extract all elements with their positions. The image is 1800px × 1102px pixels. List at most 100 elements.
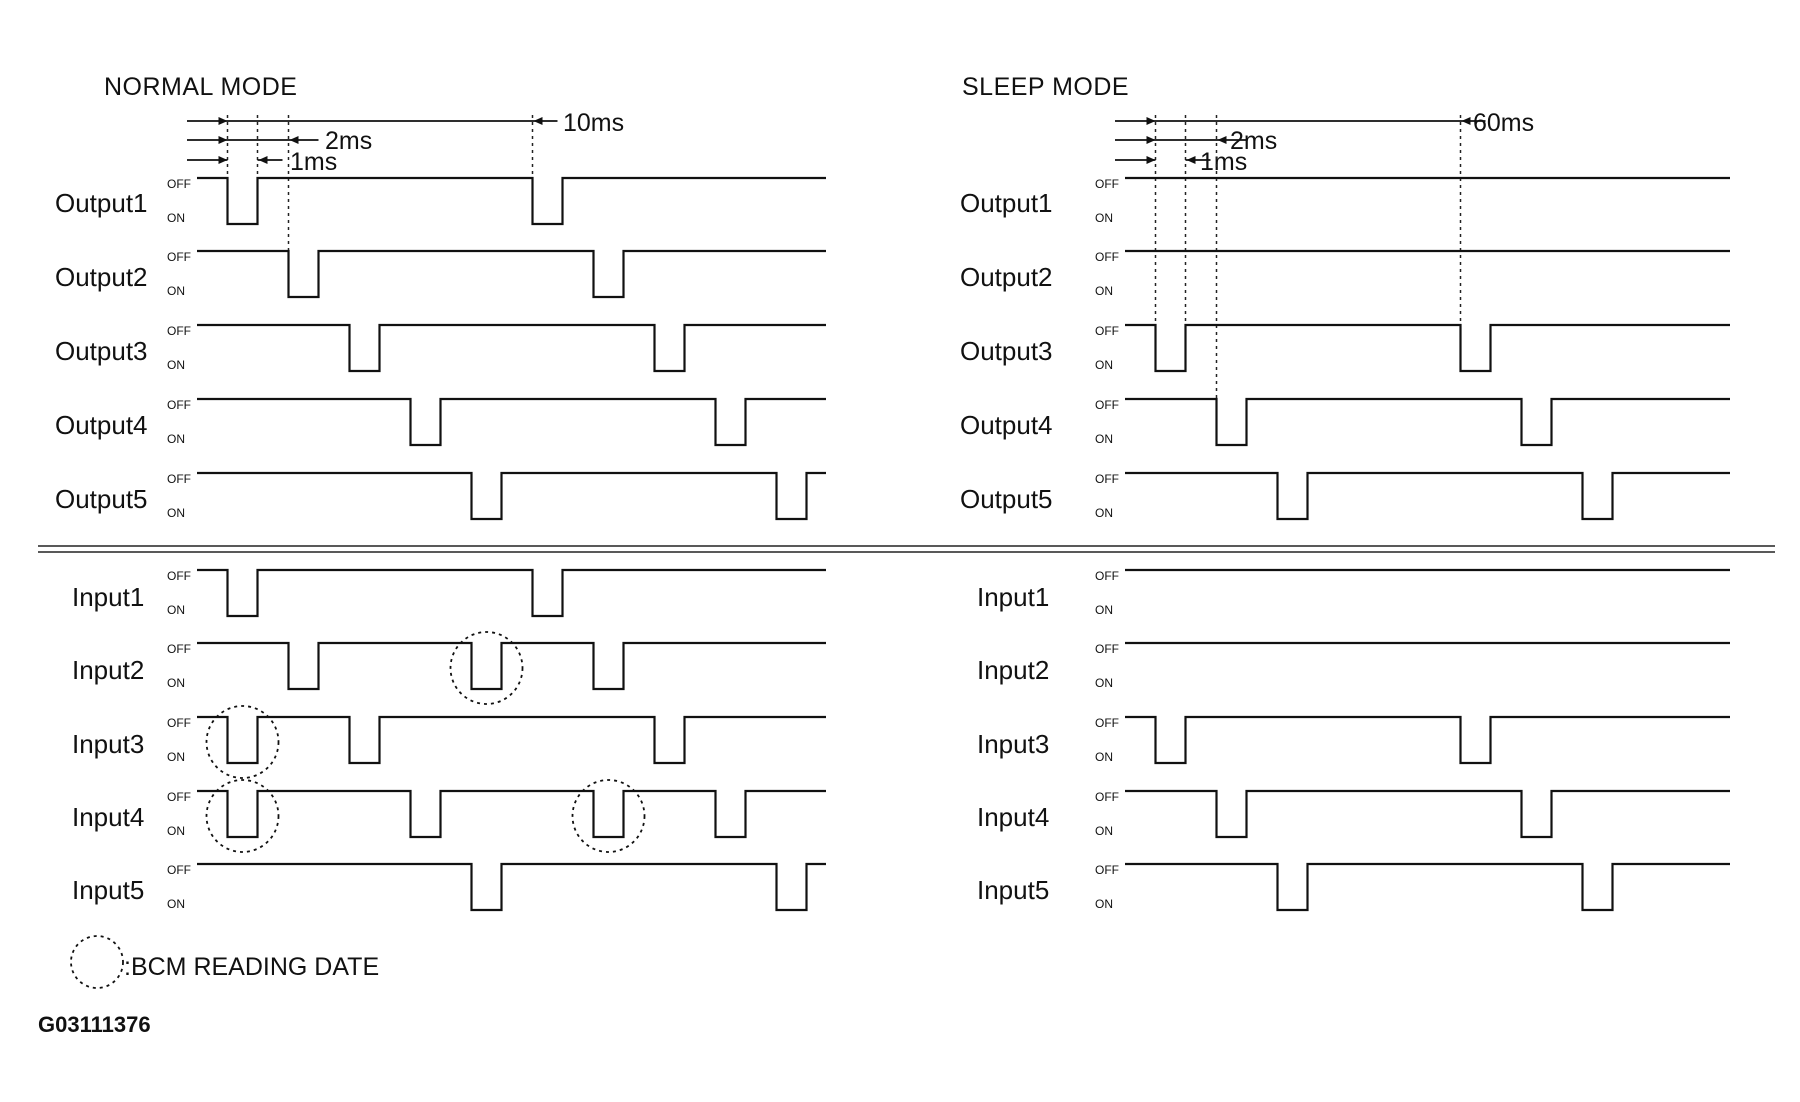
normal-input3-off-label: OFF xyxy=(167,716,191,730)
normal-input2-waveform xyxy=(197,641,826,691)
normal-input2-off-label: OFF xyxy=(167,642,191,656)
sleep-input4-waveform xyxy=(1125,789,1730,839)
normal-output2-waveform xyxy=(197,249,826,299)
sleep-output3-on-label: ON xyxy=(1095,358,1113,372)
normal-output3-label: Output3 xyxy=(55,336,148,366)
normal-output2-label: Output2 xyxy=(55,262,148,292)
sleep-2ms-arrow-end xyxy=(1217,136,1227,144)
sleep-output4-waveform xyxy=(1125,397,1730,447)
normal-input4-bcm-reading-circle xyxy=(205,779,280,853)
normal-pulse-width-label: 1ms xyxy=(290,148,337,176)
normal-period-label: 10ms xyxy=(563,109,624,137)
normal-input1-off-label: OFF xyxy=(167,569,191,583)
normal-input5-off-label: OFF xyxy=(167,863,191,877)
normal-input1-waveform xyxy=(197,568,826,618)
normal-1ms-arrow-end xyxy=(258,156,268,164)
normal-input3-waveform xyxy=(197,715,826,765)
normal-mode-title: NORMAL MODE xyxy=(104,73,297,101)
sleep-output2-on-label: ON xyxy=(1095,284,1113,298)
sleep-1ms-arrow-start xyxy=(1146,156,1156,164)
sleep-input3-label: Input3 xyxy=(977,729,1049,759)
normal-spacing-label: 2ms xyxy=(325,127,372,155)
normal-output1-label: Output1 xyxy=(55,188,148,218)
sleep-output1-label: Output1 xyxy=(960,188,1053,218)
sleep-output5-label: Output5 xyxy=(960,484,1053,514)
sleep-input1-off-label: OFF xyxy=(1095,569,1119,583)
sleep-output3-label: Output3 xyxy=(960,336,1053,366)
normal-input4-bcm-reading-circle xyxy=(571,779,646,853)
normal-2ms-arrow-start xyxy=(218,136,228,144)
normal-output2-on-label: ON xyxy=(167,284,185,298)
sleep-input5-off-label: OFF xyxy=(1095,863,1119,877)
normal-input5-label: Input5 xyxy=(72,875,144,905)
normal-output4-label: Output4 xyxy=(55,410,148,440)
normal-output3-waveform xyxy=(197,323,826,373)
sleep-input2-label: Input2 xyxy=(977,655,1049,685)
normal-output1-waveform xyxy=(197,176,826,226)
sleep-input5-label: Input5 xyxy=(977,875,1049,905)
sleep-60ms-arrow-start xyxy=(1146,117,1156,125)
sleep-input5-on-label: ON xyxy=(1095,897,1113,911)
sleep-output4-on-label: ON xyxy=(1095,432,1113,446)
normal-input2-on-label: ON xyxy=(167,676,185,690)
sleep-input3-waveform xyxy=(1125,715,1730,765)
dimension-markers xyxy=(187,115,1486,399)
normal-input5-on-label: ON xyxy=(167,897,185,911)
sleep-output5-off-label: OFF xyxy=(1095,472,1119,486)
normal-2ms-arrow-end xyxy=(289,136,299,144)
normal-input5-waveform xyxy=(197,862,826,912)
sleep-output4-label: Output4 xyxy=(960,410,1053,440)
sleep-60ms-arrow-end xyxy=(1461,117,1471,125)
sleep-output5-waveform xyxy=(1125,471,1730,521)
normal-output5-off-label: OFF xyxy=(167,472,191,486)
sleep-input4-label: Input4 xyxy=(977,802,1049,832)
sleep-output3-waveform xyxy=(1125,323,1730,373)
sleep-pulse-width-label: 1ms xyxy=(1200,148,1247,176)
sleep-output4-off-label: OFF xyxy=(1095,398,1119,412)
normal-input3-on-label: ON xyxy=(167,750,185,764)
normal-input4-label: Input4 xyxy=(72,802,144,832)
figure-id: G03111376 xyxy=(38,1012,151,1037)
sleep-spacing-label: 2ms xyxy=(1230,127,1277,155)
normal-input3-label: Input3 xyxy=(72,729,144,759)
sleep-input5-waveform xyxy=(1125,862,1730,912)
sleep-input2-on-label: ON xyxy=(1095,676,1113,690)
normal-output2-off-label: OFF xyxy=(167,250,191,264)
legend-bcm-reading-circle xyxy=(70,935,124,989)
normal-10ms-arrow-start xyxy=(218,117,228,125)
normal-output5-label: Output5 xyxy=(55,484,148,514)
normal-input4-on-label: ON xyxy=(167,824,185,838)
sleep-input1-label: Input1 xyxy=(977,582,1049,612)
normal-10ms-arrow-end xyxy=(533,117,543,125)
normal-output5-waveform xyxy=(197,471,826,521)
normal-input3-bcm-reading-circle xyxy=(205,705,280,779)
sleep-input1-on-label: ON xyxy=(1095,603,1113,617)
sleep-mode-title: SLEEP MODE xyxy=(962,73,1129,101)
sleep-output1-off-label: OFF xyxy=(1095,177,1119,191)
normal-output1-off-label: OFF xyxy=(167,177,191,191)
sleep-output1-on-label: ON xyxy=(1095,211,1113,225)
normal-input1-label: Input1 xyxy=(72,582,144,612)
sleep-output5-on-label: ON xyxy=(1095,506,1113,520)
sleep-2ms-arrow-start xyxy=(1146,136,1156,144)
sleep-period-label: 60ms xyxy=(1473,109,1534,137)
sleep-input3-off-label: OFF xyxy=(1095,716,1119,730)
normal-output3-on-label: ON xyxy=(167,358,185,372)
sleep-input3-on-label: ON xyxy=(1095,750,1113,764)
normal-input2-bcm-reading-circle xyxy=(449,631,524,705)
normal-output1-on-label: ON xyxy=(167,211,185,225)
normal-output3-off-label: OFF xyxy=(167,324,191,338)
sleep-input4-on-label: ON xyxy=(1095,824,1113,838)
normal-input4-waveform xyxy=(197,789,826,839)
sleep-input4-off-label: OFF xyxy=(1095,790,1119,804)
normal-input4-off-label: OFF xyxy=(167,790,191,804)
sleep-output3-off-label: OFF xyxy=(1095,324,1119,338)
normal-output5-on-label: ON xyxy=(167,506,185,520)
normal-1ms-arrow-start xyxy=(218,156,228,164)
sleep-output2-label: Output2 xyxy=(960,262,1053,292)
legend-text: :BCM READING DATE xyxy=(124,953,379,981)
waveforms: OFF ON OFF ON OFF ON OFF ON OFF ON OFF ON OFF ON OFF ON… xyxy=(167,176,1730,912)
normal-output4-off-label: OFF xyxy=(167,398,191,412)
normal-output4-on-label: ON xyxy=(167,432,185,446)
